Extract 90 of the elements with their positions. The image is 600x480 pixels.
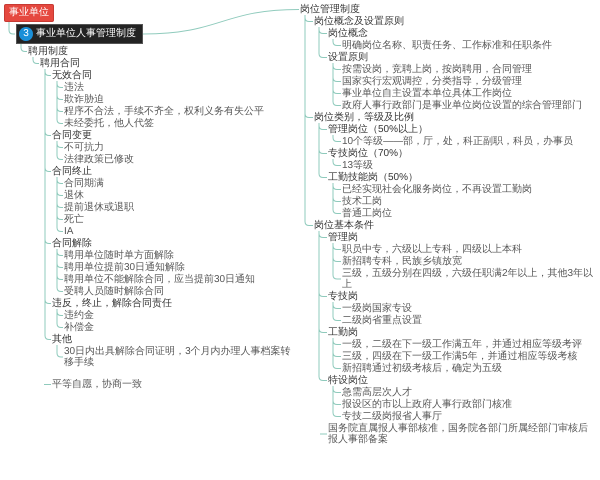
branch-label: 聘用制度 <box>28 46 68 57</box>
branch-label: 设置原则 <box>328 52 368 63</box>
branch-label: 聘用合同 <box>40 58 80 69</box>
leaf-label: 一级，二级在下一级工作满五年，并通过相应等级考评 <box>342 339 582 350</box>
branch-label: 工勤技能岗（50%） <box>328 172 418 183</box>
leaf-label: 明确岗位名称、职责任务、工作标准和任职条件 <box>342 40 552 51</box>
connector-line <box>332 134 342 142</box>
connector-line <box>32 56 40 64</box>
leaf-label: 平等自愿，协商一致 <box>52 379 142 390</box>
leaf-label: 专技二级岗报省人事厅 <box>342 411 442 422</box>
branch-label: 专技岗位（70%） <box>328 148 408 159</box>
leaf-label: 聘用单位提前30日通知解除 <box>64 262 186 273</box>
connector-line <box>318 230 328 381</box>
leaf-label: 新招聘通过初级考核后，确定为五级 <box>342 363 502 374</box>
leaf-label: 国家实行宏观调控，分类指导，分级管理 <box>342 76 522 87</box>
leaf-label: 报设区的市以上政府人事行政部门核准 <box>342 399 512 410</box>
branch-label: 其他 <box>52 334 72 345</box>
topic-label: 事业单位人事管理制度 <box>36 28 136 40</box>
leaf-label: 死亡 <box>64 214 84 225</box>
leaf-label: 急需高层次人才 <box>342 387 412 398</box>
leaf-label: 技术工岗 <box>342 196 382 207</box>
branch-label: 岗位管理制度 <box>300 4 360 15</box>
leaf-label: 违约金 <box>64 310 94 321</box>
leaf-label: 按需设岗，竞聘上岗，按岗聘用，合同管理 <box>342 64 532 75</box>
connector-line <box>332 158 342 166</box>
branch-label: 合同变更 <box>52 130 92 141</box>
leaf-label: IA <box>64 226 74 237</box>
branch-label: 岗位基本条件 <box>314 220 374 231</box>
branch-label: 岗位概念 <box>328 28 368 39</box>
leaf-label: 国务院直属报人事部核准，国务院各部门所属经部门审核后报人事部备案 <box>328 423 596 445</box>
connector-line <box>56 176 64 232</box>
leaf-label: 程序不合法，手续不齐全，权利义务有失公平 <box>64 106 264 117</box>
leaf-label: 提前退休或退职 <box>64 202 134 213</box>
connector-line <box>332 62 342 106</box>
leaf-label: 普通工岗位 <box>342 208 392 219</box>
branch-label: 管理岗 <box>328 232 358 243</box>
connector-line <box>142 9 300 34</box>
branch-label: 管理岗位（50%以上） <box>328 124 428 135</box>
topic-box <box>16 24 143 44</box>
branch-label: 工勤岗 <box>328 327 358 338</box>
leaf-label: 30日内出具解除合同证明，3个月内办理人事档案转移手续 <box>64 346 296 368</box>
root-topic-box: 事业单位 <box>4 4 54 22</box>
connector-line <box>8 22 16 34</box>
leaf-label: 违法 <box>64 82 84 93</box>
branch-label: 岗位类别，等级及比例 <box>314 112 414 123</box>
leaf-label: 欺诈胁迫 <box>64 94 104 105</box>
leaf-label: 法律政策已修改 <box>64 154 134 165</box>
branch-label: 合同解除 <box>52 238 92 249</box>
connector-line <box>56 308 64 328</box>
connector-line <box>44 384 52 385</box>
leaf-label: 受聘人员随时解除合同 <box>64 286 164 297</box>
leaf-label: 职员中专，六级以上专科，四级以上本科 <box>342 244 522 255</box>
connector-line <box>332 302 342 321</box>
connector-line <box>318 26 328 58</box>
branch-label: 岗位概念及设置原则 <box>314 16 404 27</box>
connector-line <box>332 182 342 214</box>
leaf-label: 一级岗国家专设 <box>342 303 412 314</box>
branch-label: 特设岗位 <box>328 375 368 386</box>
branch-label: 专技岗 <box>328 291 358 302</box>
leaf-label: 聘用单位不能解除合同，应当提前30日通知 <box>64 274 256 285</box>
connector-line <box>56 248 64 292</box>
connector-line <box>332 386 342 417</box>
branch-label: 无效合同 <box>52 70 92 81</box>
connector-line <box>56 80 64 124</box>
branch-label: 违反，终止，解除合同责任 <box>52 298 172 309</box>
leaf-label: 合同期满 <box>64 178 104 189</box>
number-badge: 3 <box>19 27 33 41</box>
leaf-label: 补偿金 <box>64 322 94 333</box>
branch-label: 合同终止 <box>52 166 92 177</box>
connector-line <box>56 140 64 160</box>
leaf-label: 新招聘专科，民族乡镇放宽 <box>342 256 462 267</box>
connector-line <box>332 242 342 280</box>
leaf-label: 聘用单位随时单方面解除 <box>64 250 174 261</box>
connector-line <box>318 122 328 178</box>
connector-line <box>304 14 314 226</box>
connector-line <box>332 338 342 369</box>
leaf-label: 已经实现社会化服务岗位，不再设置工勤岗 <box>342 184 532 195</box>
connector-line <box>332 38 342 46</box>
leaf-label: 退休 <box>64 190 84 201</box>
leaf-label: 13等级 <box>342 160 374 171</box>
leaf-label: 不可抗力 <box>64 142 104 153</box>
connector-line <box>56 344 64 358</box>
leaf-label: 三级，五级分别在四级，六级任职满2年以上，其他3年以上 <box>342 268 596 290</box>
leaf-label: 事业单位自主设置本单位具体工作岗位 <box>342 88 512 99</box>
leaf-label: 政府人事行政部门是事业单位岗位设置的综合管理部门 <box>342 100 582 111</box>
leaf-label: 10个等级——部，厅，处，科正副职，科员，办事员 <box>342 136 574 147</box>
leaf-label: 二级岗省重点设置 <box>342 315 422 326</box>
leaf-label: 三级，四级在下一级工作满5年，并通过相应等级考核 <box>342 351 578 362</box>
leaf-label: 未经委托，他人代签 <box>64 118 154 129</box>
connector-line <box>20 44 28 52</box>
